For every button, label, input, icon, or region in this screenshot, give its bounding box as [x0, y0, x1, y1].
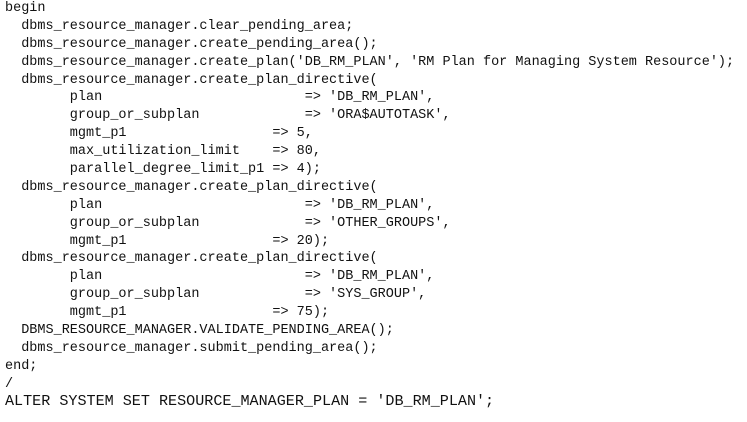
code-block: begin dbms_resource_manager.clear_pendin…	[5, 0, 734, 394]
code-line: plan => 'DB_RM_PLAN',	[5, 197, 435, 213]
code-line: dbms_resource_manager.create_plan_direct…	[5, 72, 378, 88]
code-line: plan => 'DB_RM_PLAN',	[5, 90, 435, 106]
code-line: group_or_subplan => 'OTHER_GROUPS',	[5, 215, 451, 231]
code-line: max_utilization_limit => 80,	[5, 144, 321, 160]
code-line: mgmt_p1 => 20);	[5, 233, 330, 249]
code-line: group_or_subplan => 'ORA$AUTOTASK',	[5, 108, 451, 124]
code-line: dbms_resource_manager.create_plan('DB_RM…	[5, 54, 735, 70]
alter-system-statement: ALTER SYSTEM SET RESOURCE_MANAGER_PLAN =…	[5, 392, 495, 410]
code-line: mgmt_p1 => 75);	[5, 305, 330, 321]
code-line: end;	[5, 358, 38, 374]
code-line: parallel_degree_limit_p1 => 4);	[5, 162, 321, 178]
code-line: plan => 'DB_RM_PLAN',	[5, 269, 435, 285]
code-line: dbms_resource_manager.clear_pending_area…	[5, 18, 354, 34]
code-line: /	[5, 376, 14, 392]
code-line: dbms_resource_manager.create_pending_are…	[5, 36, 378, 52]
code-line: begin	[5, 1, 46, 16]
code-line: dbms_resource_manager.create_plan_direct…	[5, 251, 378, 267]
code-line: dbms_resource_manager.create_plan_direct…	[5, 179, 378, 195]
code-line: DBMS_RESOURCE_MANAGER.VALIDATE_PENDING_A…	[5, 323, 394, 339]
code-line: dbms_resource_manager.submit_pending_are…	[5, 340, 378, 356]
code-line: group_or_subplan => 'SYS_GROUP',	[5, 287, 427, 303]
code-line: mgmt_p1 => 5,	[5, 126, 313, 142]
